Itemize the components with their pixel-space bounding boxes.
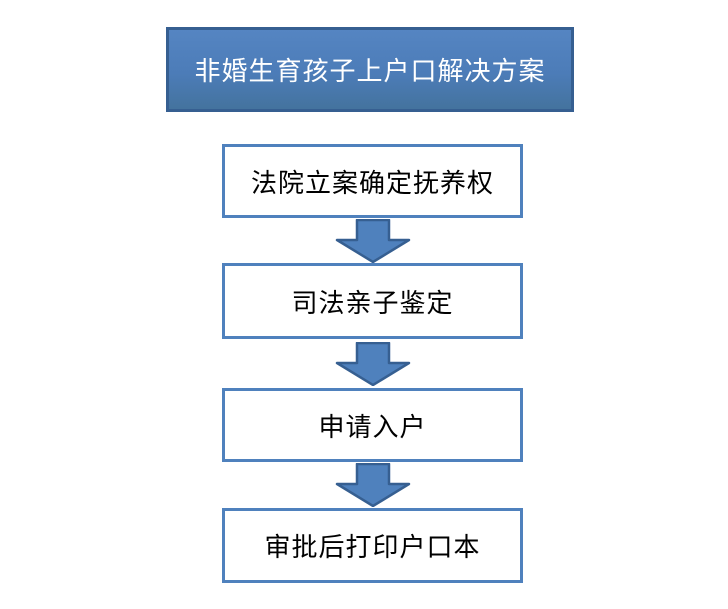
- down-arrow-icon: [335, 219, 411, 263]
- step-box-court-filing: 法院立案确定抚养权: [222, 144, 523, 218]
- flowchart-title-box: 非婚生育孩子上户口解决方案: [166, 27, 574, 112]
- step-label: 申请入户: [318, 412, 427, 442]
- step-box-print-booklet: 审批后打印户口本: [222, 508, 523, 583]
- down-arrow-icon: [335, 463, 411, 507]
- flowchart-title: 非婚生育孩子上户口解决方案: [194, 57, 546, 86]
- step-label: 法院立案确定抚养权: [250, 168, 494, 198]
- down-arrow-icon: [335, 342, 411, 386]
- step-label: 审批后打印户口本: [264, 533, 481, 562]
- step-box-paternity-test: 司法亲子鉴定: [222, 263, 523, 339]
- step-label: 司法亲子鉴定: [291, 288, 454, 318]
- step-box-apply-household: 申请入户: [222, 388, 523, 462]
